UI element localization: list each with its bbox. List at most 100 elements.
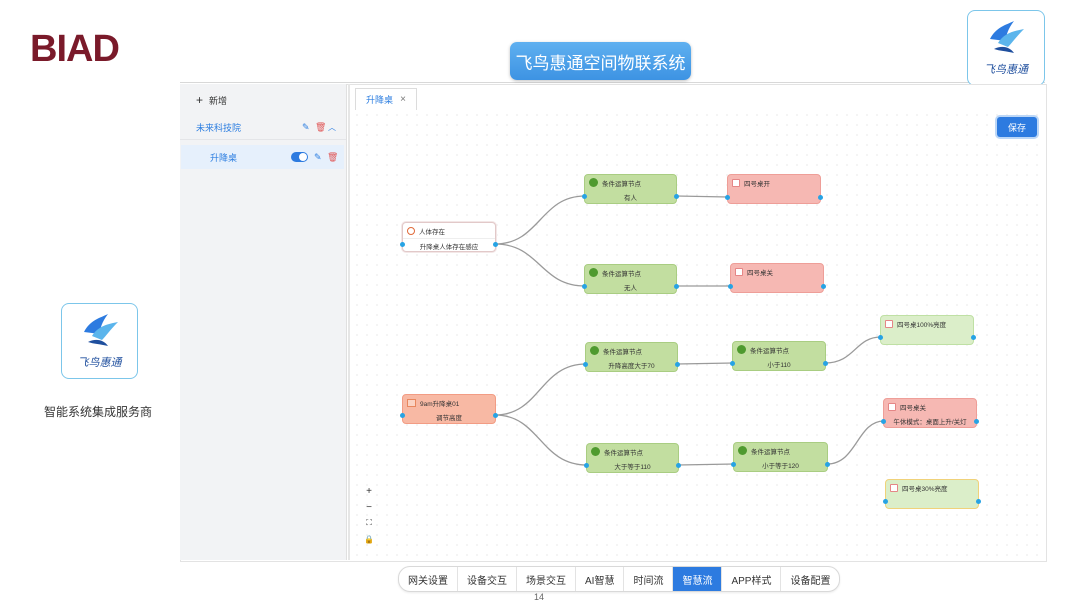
- tab-device-interaction[interactable]: 设备交互: [458, 567, 517, 591]
- edge-gt70-lt110: [676, 362, 734, 365]
- node-cond-gt70[interactable]: 条件运算节点 升降高度大于70: [585, 342, 678, 372]
- port[interactable]: [974, 419, 979, 424]
- port[interactable]: [883, 499, 888, 504]
- node-bright100[interactable]: 四号桌100%亮度: [880, 315, 974, 345]
- device-icon: [890, 483, 898, 492]
- bottom-tab-bar: 网关设置 设备交互 场景交互 AI智慧 时间流 智慧流 APP样式 设备配置: [398, 566, 841, 592]
- edit-icon[interactable]: ✎: [302, 122, 310, 132]
- delete-icon[interactable]: 🗑: [315, 122, 327, 132]
- tab-lift-desk[interactable]: 升降桌 ×: [355, 88, 417, 110]
- port[interactable]: [818, 195, 823, 200]
- tab-device-config[interactable]: 设备配置: [790, 575, 831, 587]
- port[interactable]: [582, 284, 587, 289]
- node-body: 无人: [624, 285, 637, 292]
- close-icon[interactable]: ×: [400, 94, 406, 105]
- brand-logo-side: 飞鸟惠通: [61, 303, 138, 379]
- edge-presence-none: [494, 243, 586, 287]
- node-cond-ge110[interactable]: 条件运算节点 大于等于110: [586, 443, 679, 473]
- biad-logo: BIAD: [30, 28, 120, 70]
- edit-icon[interactable]: ✎: [314, 151, 322, 162]
- page-title: 飞鸟惠通空间物联系统: [510, 42, 691, 80]
- node-body: 小于110: [767, 362, 791, 369]
- port[interactable]: [674, 284, 679, 289]
- condition-icon: [591, 447, 600, 456]
- node-title: 条件运算节点: [603, 348, 642, 356]
- port[interactable]: [582, 194, 587, 199]
- new-label: 新增: [209, 95, 228, 106]
- port[interactable]: [821, 284, 826, 289]
- group-label: 未来科技院: [196, 123, 242, 133]
- zoom-in-button[interactable]: +: [366, 485, 372, 497]
- edge-timer-gt70: [494, 363, 587, 416]
- node-cond-none[interactable]: 条件运算节点 无人: [584, 264, 677, 294]
- node-presence[interactable]: 人体存在 升降桌人体存在感应: [402, 222, 496, 252]
- new-flow-button[interactable]: + 新增: [196, 93, 362, 107]
- tab-app-style[interactable]: APP样式: [722, 567, 782, 591]
- sidebar-item-lift-desk[interactable]: 升降桌 ✎ 🗑: [181, 145, 344, 169]
- condition-icon: [589, 178, 598, 187]
- node-body: 小于等于120: [762, 463, 799, 470]
- node-timer[interactable]: 9am升降桌01 调节高度: [402, 394, 496, 424]
- port[interactable]: [675, 362, 680, 367]
- node-desk-close[interactable]: 四号桌关: [730, 263, 824, 293]
- node-cond-have[interactable]: 条件运算节点 有人: [584, 174, 677, 204]
- node-cond-le120[interactable]: 条件运算节点 小于等于120: [733, 442, 828, 472]
- timer-icon: [407, 398, 416, 407]
- node-cond-lt110[interactable]: 条件运算节点 小于110: [732, 341, 826, 371]
- save-button[interactable]: 保存: [997, 117, 1037, 137]
- port[interactable]: [493, 242, 498, 247]
- node-title: 人体存在: [419, 228, 445, 236]
- header-divider: [180, 82, 1045, 83]
- edge-have-open: [675, 195, 729, 198]
- device-icon: [885, 319, 893, 328]
- port[interactable]: [881, 419, 886, 424]
- port[interactable]: [731, 462, 736, 467]
- port[interactable]: [825, 462, 830, 467]
- sidebar: + 新增 未来科技院 ✎ 🗑 ︿ 升降桌 ✎ 🗑: [180, 84, 347, 560]
- condition-icon: [589, 268, 598, 277]
- port[interactable]: [976, 499, 981, 504]
- panel-splitter[interactable]: [348, 84, 350, 560]
- tab-gateway-settings[interactable]: 网关设置: [399, 567, 458, 591]
- tab-smart-flow[interactable]: 智慧流: [673, 567, 723, 591]
- delete-icon[interactable]: 🗑: [327, 151, 339, 162]
- page-number: 14: [534, 592, 545, 602]
- edge-le120-close2: [826, 420, 885, 465]
- edge-presence-have: [494, 195, 586, 245]
- tab-ai[interactable]: AI智慧: [576, 567, 625, 591]
- condition-icon: [737, 345, 746, 354]
- port[interactable]: [728, 284, 733, 289]
- fit-view-button[interactable]: ⛶: [366, 518, 372, 527]
- port[interactable]: [878, 335, 883, 340]
- enable-toggle[interactable]: [291, 152, 308, 162]
- node-bright30[interactable]: 四号桌30%亮度: [885, 479, 979, 509]
- port[interactable]: [583, 362, 588, 367]
- node-desk-close-nap[interactable]: 四号桌关 午休模式：桌面上升/关灯: [883, 398, 977, 428]
- port[interactable]: [400, 242, 405, 247]
- node-title: 四号桌开: [744, 180, 770, 188]
- port[interactable]: [493, 413, 498, 418]
- node-desk-open[interactable]: 四号桌开: [727, 174, 821, 204]
- port[interactable]: [725, 195, 730, 200]
- tab-time-flow[interactable]: 时间流: [624, 567, 674, 591]
- lock-button[interactable]: 🔒: [364, 534, 374, 544]
- port[interactable]: [676, 463, 681, 468]
- port[interactable]: [674, 194, 679, 199]
- port[interactable]: [971, 335, 976, 340]
- zoom-out-button[interactable]: −: [366, 501, 372, 513]
- port[interactable]: [400, 413, 405, 418]
- node-title: 9am升降桌01: [420, 400, 460, 408]
- chevron-up-icon[interactable]: ︿: [328, 123, 336, 132]
- tab-scene-interaction[interactable]: 场景交互: [517, 567, 576, 591]
- node-title: 条件运算节点: [602, 270, 641, 278]
- port[interactable]: [584, 463, 589, 468]
- item-label: 升降桌: [210, 152, 238, 163]
- company-tagline: 智能系统集成服务商: [44, 405, 153, 419]
- toggle-knob: [299, 153, 307, 161]
- zoom-controls: + − ⛶ 🔒: [362, 483, 376, 547]
- port[interactable]: [823, 361, 828, 366]
- sidebar-group-future-tech[interactable]: 未来科技院 ✎ 🗑 ︿: [180, 116, 346, 140]
- node-title: 条件运算节点: [750, 347, 789, 355]
- port[interactable]: [730, 361, 735, 366]
